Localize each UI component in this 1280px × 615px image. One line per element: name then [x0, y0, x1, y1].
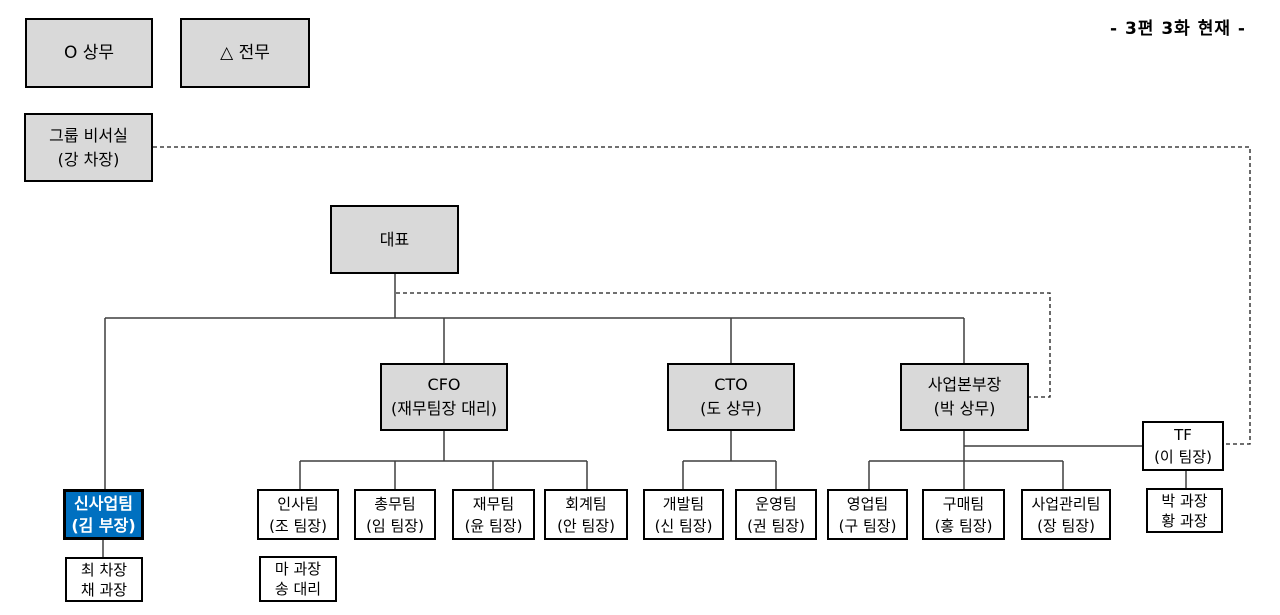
node-label: 사업본부장 [927, 375, 1002, 394]
node-sublabel: (임 팀장) [366, 516, 424, 535]
node-hr-team: 인사팀 (조 팀장) [257, 489, 339, 540]
node-new-biz-team: 신사업팀 (김 부장) [63, 489, 144, 540]
node-sublabel: 송 대리 [274, 580, 322, 598]
node-tf-team: TF (이 팀장) [1142, 421, 1224, 471]
node-label: TF [1174, 426, 1192, 444]
node-ops-team: 운영팀 (권 팀장) [735, 489, 817, 540]
legend-label: △ 전무 [220, 43, 270, 63]
node-sublabel: (안 팀장) [557, 516, 615, 535]
node-biz-head: 사업본부장 (박 상무) [900, 363, 1029, 431]
node-hr-members: 마 과장 송 대리 [259, 556, 337, 602]
node-sublabel: (구 팀장) [838, 516, 897, 535]
node-sales-team: 영업팀 (구 팀장) [827, 489, 908, 540]
node-cto: CTO (도 상무) [667, 363, 795, 431]
node-label: 인사팀 [277, 494, 319, 513]
node-sublabel: (장 팀장) [1037, 516, 1095, 535]
node-dev-team: 개발팀 (신 팀장) [643, 489, 724, 540]
node-label: 마 과장 [274, 560, 322, 578]
node-general-affairs-team: 총무팀 (임 팀장) [354, 489, 436, 540]
legend-label: O 상무 [63, 43, 115, 63]
node-label: 그룹 비서실 [49, 125, 128, 145]
node-biz-mgmt-team: 사업관리팀 (장 팀장) [1021, 489, 1111, 540]
node-sublabel: (조 팀장) [269, 516, 327, 535]
node-sublabel: (도 상무) [700, 399, 762, 418]
node-sublabel: (홍 팀장) [934, 516, 993, 535]
node-label: CFO [427, 375, 461, 394]
episode-caption: - 3편 3화 현재 - [1109, 19, 1246, 39]
node-tf-members: 박 과장 황 과장 [1146, 488, 1223, 533]
node-sublabel: (권 팀장) [747, 516, 805, 535]
node-cfo: CFO (재무팀장 대리) [380, 363, 508, 431]
node-label: 구매팀 [942, 494, 985, 513]
node-sublabel: (신 팀장) [654, 516, 713, 535]
node-group-secretary: 그룹 비서실 (강 차장) [24, 113, 153, 182]
node-label: 박 과장 [1161, 491, 1208, 510]
node-sublabel: (재무팀장 대리) [391, 399, 497, 418]
node-sublabel: (김 부장) [71, 515, 136, 535]
node-accounting-team: 회계팀 (안 팀장) [544, 489, 628, 540]
node-sublabel: 황 과장 [1161, 511, 1208, 530]
node-label: 최 차장 [80, 560, 128, 579]
node-purchasing-team: 구매팀 (홍 팀장) [922, 489, 1005, 540]
node-label: 영업팀 [846, 494, 889, 513]
node-label: 신사업팀 [74, 493, 133, 513]
node-new-biz-members: 최 차장 채 과장 [65, 557, 143, 602]
node-label: 대표 [379, 229, 410, 249]
legend-box-jeonmu: △ 전무 [180, 18, 310, 88]
legend-box-sangmu: O 상무 [25, 18, 153, 88]
node-label: 회계팀 [565, 494, 607, 513]
node-finance-team: 재무팀 (윤 팀장) [452, 489, 535, 540]
node-label: 총무팀 [374, 494, 416, 513]
node-label: CTO [714, 375, 748, 394]
node-label: 사업관리팀 [1031, 494, 1101, 513]
node-sublabel: 채 과장 [80, 580, 128, 599]
node-ceo: 대표 [330, 205, 459, 274]
node-label: 재무팀 [472, 494, 515, 513]
node-label: 개발팀 [662, 494, 705, 513]
node-sublabel: (이 팀장) [1154, 448, 1212, 466]
node-sublabel: (윤 팀장) [464, 516, 523, 535]
node-sublabel: (박 상무) [933, 399, 996, 418]
node-label: 운영팀 [755, 494, 797, 513]
node-sublabel: (강 차장) [57, 149, 120, 169]
